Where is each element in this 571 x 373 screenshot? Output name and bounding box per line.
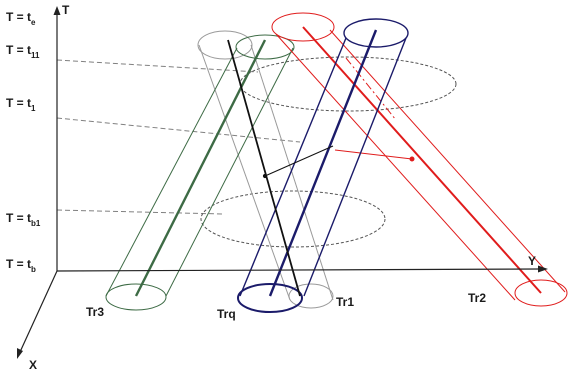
tr2-slice-connector (334, 149, 413, 160)
guide-tb1 (56, 209, 223, 215)
tr3-axis-line (134, 39, 267, 297)
slice-ellipse-lower (200, 190, 386, 248)
y-axis (56, 268, 541, 272)
trajectory-tr2-cylinder (271, 12, 568, 307)
trajectory-labels: Tr3 Trq Tr1 Tr2 (86, 291, 486, 321)
x-axis (19, 270, 58, 353)
tr2-right-edge (329, 29, 566, 293)
time-labels: T = te T = t11 T = t1 T = tb1 T = tb (6, 10, 41, 274)
tr2-bottom-ellipse (514, 279, 568, 307)
trajectory-tr1-cylinder (197, 30, 334, 309)
guide-t1 (56, 117, 301, 143)
y-axis-arrow (538, 265, 548, 273)
t-axis-label: T (62, 3, 70, 17)
query-line-group (227, 39, 334, 297)
trajectory-label-trq: Trq (217, 307, 236, 321)
guide-t11 (56, 59, 259, 73)
time-label-te: T = te (6, 10, 36, 27)
time-guides (56, 59, 301, 215)
trq-top-ellipse (343, 18, 409, 48)
trajectory-label-tr3: Tr3 (86, 305, 104, 319)
time-label-tb: T = tb (6, 257, 36, 274)
trq-bottom-ellipse (237, 283, 303, 313)
tr2-top-ellipse (271, 12, 335, 42)
x-axis-arrow (17, 348, 23, 359)
query-point (262, 173, 268, 179)
tr2-axis-line (302, 26, 542, 294)
time-label-t11: T = t11 (6, 43, 40, 60)
t-axis-arrow (53, 6, 61, 15)
trajectory-label-tr2: Tr2 (468, 291, 486, 305)
tr2-projection-dashdot (345, 57, 397, 121)
query-line (227, 39, 301, 297)
trajectory-label-tr1: Tr1 (336, 295, 354, 309)
y-axis-label: Y (528, 254, 536, 268)
tr1-bottom-ellipse (288, 283, 334, 309)
axes (17, 6, 548, 359)
tr1-left-edge (198, 44, 291, 301)
trq-axis-line (268, 29, 378, 297)
tr1-top-ellipse (197, 30, 253, 60)
tr3-right-edge (165, 47, 294, 297)
query-connector-a (264, 145, 334, 177)
tr2-slice-point (409, 156, 415, 162)
tr3-bottom-ellipse (105, 283, 167, 311)
tr2-left-edge (275, 33, 516, 301)
trajectory-tr3-cylinder (105, 34, 295, 311)
trq-left-edge (239, 37, 347, 297)
trq-right-edge (303, 37, 407, 297)
time-label-t1: T = t1 (6, 96, 36, 113)
x-axis-label: X (29, 358, 37, 372)
tr3-top-ellipse (235, 34, 295, 60)
tr3-left-edge (105, 47, 238, 297)
time-label-tb1: T = tb1 (6, 211, 41, 228)
